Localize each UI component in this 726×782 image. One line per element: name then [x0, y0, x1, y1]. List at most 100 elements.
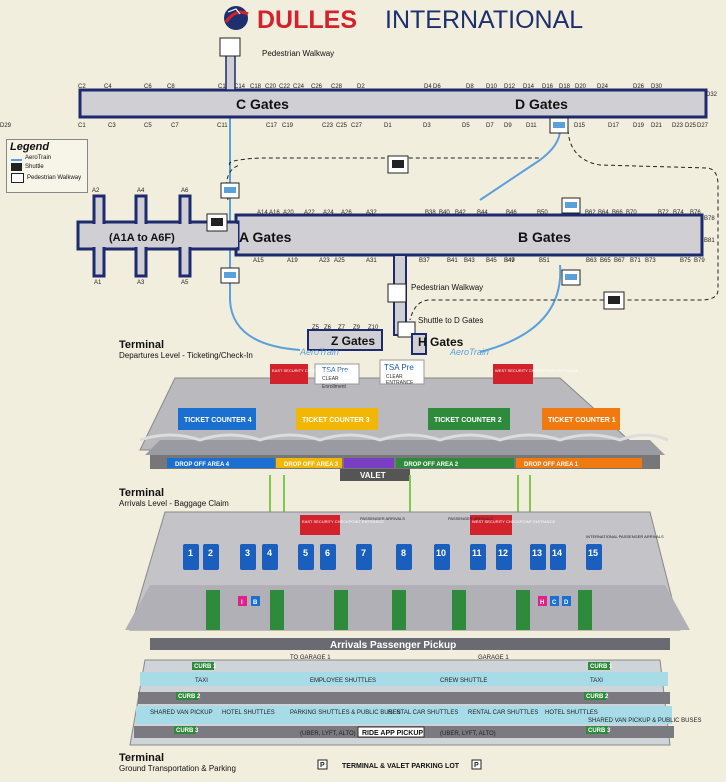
svg-text:SHARED VAN PICKUP & PUBLIC BUS: SHARED VAN PICKUP & PUBLIC BUSES — [588, 718, 701, 724]
gate-label: D4 — [424, 84, 432, 90]
baggage-carousel — [203, 544, 219, 570]
svg-text:A1: A1 — [94, 280, 102, 286]
aerotrain-label-west: AeroTrain — [299, 347, 339, 357]
gate-label: D8 — [466, 84, 474, 90]
a-satellite-gates: A2 A4 A6 A1 A3 A5 — [92, 188, 189, 286]
gate-label: C20 — [265, 84, 277, 90]
ride-app-note: (UBER, LYFT, ALTO) — [300, 731, 356, 737]
svg-text:CURB 3: CURB 3 — [588, 728, 611, 734]
parking-label: TERMINAL & VALET PARKING LOT — [342, 763, 460, 770]
svg-text:B: B — [253, 600, 258, 606]
svg-text:CLEAR: CLEAR — [322, 376, 339, 382]
gate-label: D12 — [504, 84, 516, 90]
tsa-precheck-west: TSA Pre CLEAR Enrollment — [314, 363, 360, 390]
carousel-number: 13 — [532, 548, 542, 558]
gate-label: B73 — [645, 258, 656, 264]
tsa-precheck-east: TSA Pre CLEAR ENTRANCE — [379, 359, 425, 386]
west-checkpoint-sign-departures: WEST SECURITY CHECKPOINT ENTRANCE — [493, 364, 578, 384]
gate-label: A26 — [341, 210, 352, 216]
gate-label: A25 — [334, 258, 345, 264]
svg-text:TSA Pre: TSA Pre — [384, 363, 414, 372]
concourse-cd — [78, 88, 708, 119]
svg-text:C: C — [552, 600, 557, 606]
svg-text:CURB 1: CURB 1 — [194, 664, 217, 670]
carousel-number: 15 — [588, 548, 598, 558]
gate-label: A23 — [319, 258, 330, 264]
gate-label: C24 — [293, 84, 305, 90]
gate-label: D23 — [672, 123, 684, 129]
concourse-a-label: A Gates — [239, 229, 292, 245]
ticket-counter-label: TICKET COUNTER 4 — [184, 417, 252, 424]
carousel-number: 11 — [472, 548, 482, 558]
svg-text:A5: A5 — [181, 280, 189, 286]
svg-text:TAXI: TAXI — [195, 678, 208, 684]
arrivals-pickup-label: Arrivals Passenger Pickup — [330, 640, 456, 651]
baggage-carousel — [550, 544, 566, 570]
gate-label: B47 — [504, 258, 515, 264]
gate-b78: B78 — [704, 216, 715, 222]
dropoff-area — [167, 458, 275, 468]
gate-label: C25 — [336, 123, 348, 129]
gate-label: B65 — [600, 258, 611, 264]
dropoff-area — [396, 458, 514, 468]
gate-label: B41 — [447, 258, 458, 264]
ground-row1-labels: TAXI EMPLOYEE SHUTTLES CREW SHUTTLE TAXI — [195, 678, 603, 684]
garage-label: GARAGE 1 — [478, 655, 509, 661]
logo — [224, 6, 249, 30]
baggage-carousel — [496, 544, 512, 570]
svg-text:CREW SHUTTLE: CREW SHUTTLE — [440, 678, 487, 684]
shuttle-d-label: Shuttle to D Gates — [418, 316, 483, 325]
svg-text:HOTEL SHUTTLES: HOTEL SHUTTLES — [545, 710, 598, 716]
aerotrain-icon — [549, 117, 569, 134]
gate-label: B40 — [439, 210, 450, 216]
gate-label: B62 — [585, 210, 596, 216]
ride-app-note: (UBER, LYFT, ALTO) — [440, 731, 496, 737]
carousel-number: 14 — [552, 548, 562, 558]
gate-label: C1 — [78, 123, 86, 129]
ticket-counter-label: TICKET COUNTER 2 — [434, 417, 502, 424]
ticket-counter — [178, 408, 256, 430]
legend-item-walkway: Pedestrian Walkway — [11, 173, 83, 183]
svg-text:A2: A2 — [92, 188, 100, 194]
gate-label: B79 — [694, 258, 705, 264]
carousel-number: 5 — [303, 548, 308, 558]
concourse-d-label: D Gates — [515, 96, 568, 112]
parking-icon — [317, 759, 328, 770]
gate-label: D24 — [597, 84, 609, 90]
gate-label: B43 — [464, 258, 475, 264]
baggage-carousel — [240, 544, 256, 570]
carousel-number: 3 — [245, 548, 250, 558]
svg-text:I: I — [241, 600, 243, 606]
shuttle-icon — [603, 291, 625, 310]
gate-label: B70 — [626, 210, 637, 216]
gate-label: C2 — [78, 84, 86, 90]
a-satellite-label: (A1A to A6F) — [109, 232, 175, 244]
baggage-carousel — [262, 544, 278, 570]
svg-text:Z6: Z6 — [324, 325, 332, 331]
gate-label: D15 — [574, 123, 586, 129]
ride-app-label: RIDE APP PICKUP — [362, 730, 423, 737]
gate-label: B49 — [504, 258, 515, 264]
ticket-counter-label: TICKET COUNTER 1 — [548, 417, 616, 424]
svg-text:PARKING SHUTTLES & PUBLIC BUSE: PARKING SHUTTLES & PUBLIC BUSES — [290, 710, 401, 716]
gate-label: D26 — [633, 84, 645, 90]
dropoff-area-label: DROP OFF AREA 2 — [404, 462, 459, 468]
carousel-number: 8 — [401, 548, 406, 558]
carousel-number: 10 — [436, 548, 446, 558]
passenger-arrivals-note: PASSENGER ARRIVALS — [360, 516, 405, 521]
gate-label: B76 — [690, 210, 701, 216]
gate-label: D19 — [633, 123, 645, 129]
aerotrain-label-east: AeroTrain — [449, 347, 489, 357]
concourse-c-label: C Gates — [236, 96, 289, 112]
aerotrain-line-icon — [11, 155, 22, 161]
concourse-a-satellite — [76, 194, 240, 278]
valet-label: VALET — [360, 471, 386, 480]
shuttle-paths — [226, 129, 719, 321]
legend-item-shuttle: Shuttle — [11, 163, 83, 171]
departures-terminal — [139, 377, 669, 455]
pedestrian-walkway-icon — [11, 173, 24, 183]
